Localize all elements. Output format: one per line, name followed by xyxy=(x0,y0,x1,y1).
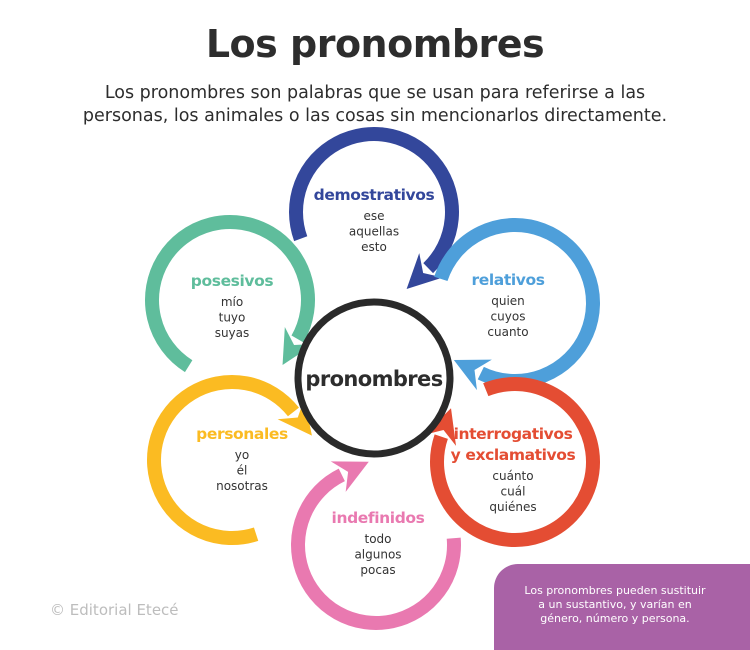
example-word: cuyos xyxy=(491,310,526,324)
subtitle-line-2: personas, los animales o las cosas sin m… xyxy=(82,106,668,126)
ring-arc-interrogativos-exclamativos xyxy=(430,377,600,547)
subtitle-line-1: Los pronombres son palabras que se usan … xyxy=(104,83,646,103)
example-word: quien xyxy=(491,294,525,308)
category-title: relativos xyxy=(471,271,544,289)
example-word: pocas xyxy=(360,563,395,577)
ring-arc-personales xyxy=(147,375,299,545)
ring-personales xyxy=(147,375,312,545)
page-title: Los pronombres xyxy=(205,22,545,66)
category-title: demostrativos xyxy=(314,186,435,204)
example-word: él xyxy=(237,464,248,478)
example-word: todo xyxy=(364,532,391,546)
example-word: suyas xyxy=(215,326,250,340)
example-word: algunos xyxy=(354,548,401,562)
ring-posesivos xyxy=(145,215,315,373)
example-word: yo xyxy=(235,448,249,462)
arrowhead-icon xyxy=(330,461,369,492)
ring-arc-relativos xyxy=(434,218,600,388)
ring-arc-indefinidos xyxy=(291,468,461,630)
category-title: indefinidos xyxy=(332,509,425,527)
page-subtitle: Los pronombres son palabras que se usan … xyxy=(60,82,690,128)
example-word: ese xyxy=(363,209,384,223)
example-word: aquellas xyxy=(349,225,399,239)
category-title: y exclamativos xyxy=(451,446,576,464)
ring-arc-posesivos xyxy=(145,215,315,373)
center-node: pronombres xyxy=(294,298,454,458)
ring-arc-demostrativos xyxy=(289,127,459,274)
arrowhead-icon xyxy=(406,253,443,289)
arrowhead-icon xyxy=(282,327,315,365)
ring-relativos xyxy=(434,218,600,391)
example-word: quiénes xyxy=(489,500,536,514)
category-rings xyxy=(145,127,600,630)
note-line-1: Los pronombres pueden sustituir xyxy=(524,584,706,597)
info-note-box: Los pronombres pueden sustituir a un sus… xyxy=(494,564,750,650)
center-circle xyxy=(294,298,454,458)
note-line-3: género, número y persona. xyxy=(540,612,690,625)
example-word: cuánto xyxy=(492,469,533,483)
category-interrogativos-exclamativos: interrogativos y exclamativos cuánto cuálqu… xyxy=(451,425,576,514)
ring-indefinidos xyxy=(291,461,461,630)
category-title: personales xyxy=(196,425,288,443)
ring-demostrativos xyxy=(289,127,459,289)
arrowhead-icon xyxy=(423,408,457,446)
example-word: nosotras xyxy=(216,479,268,493)
note-line-2: a un sustantivo, y varían en xyxy=(538,598,692,611)
center-label: pronombres xyxy=(305,367,442,391)
category-title: interrogativos xyxy=(454,425,573,443)
example-word: cuál xyxy=(501,485,526,499)
copyright-credit: © Editorial Etecé xyxy=(50,601,179,619)
example-word: tuyo xyxy=(219,311,246,325)
example-word: cuanto xyxy=(487,325,528,339)
arrowhead-icon xyxy=(453,359,492,391)
example-word: mío xyxy=(221,295,243,309)
info-note-text: Los pronombres pueden sustituir a un sus… xyxy=(508,584,722,626)
ring-interrogativos-exclamativos xyxy=(423,377,600,547)
category-title: posesivos xyxy=(191,272,274,290)
example-word: esto xyxy=(361,240,387,254)
